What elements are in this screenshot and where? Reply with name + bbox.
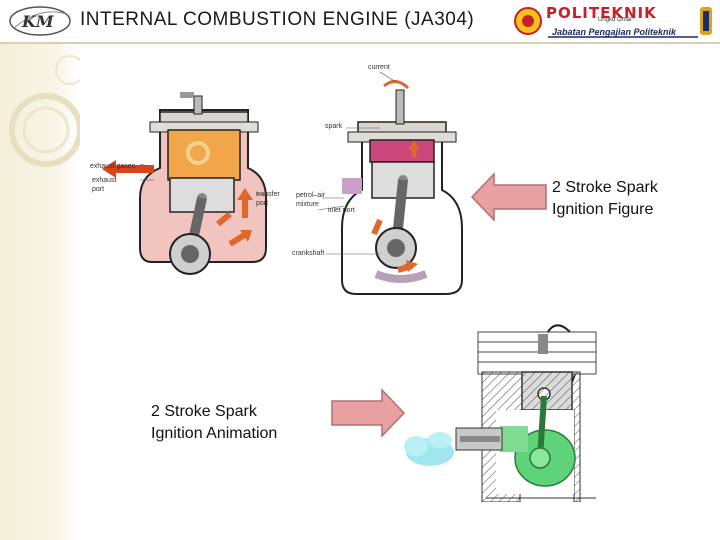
engine-figure <box>80 48 480 310</box>
km-logo-icon: KM <box>9 6 71 36</box>
politeknik-logo-icon <box>514 7 712 38</box>
sidebar-decoration <box>0 0 80 540</box>
animation-callout-line2: Ignition Animation <box>151 425 278 442</box>
right-engine-diagram <box>341 80 463 295</box>
arrow-right-icon <box>331 388 406 438</box>
figure-callout: 2 Stroke Spark Ignition Figure <box>552 177 658 221</box>
label-inlet-port: inlet port <box>328 207 355 214</box>
label-exhaust-port: exhaust port <box>92 177 117 193</box>
label-exhaust-gases: exhaust gases <box>90 163 136 170</box>
decorative-rings <box>9 55 80 167</box>
engine-animation <box>404 324 597 502</box>
svg-text:KM: KM <box>21 12 55 31</box>
politeknik-subtitle: Ungku Omar <box>598 17 633 23</box>
left-engine-diagram <box>102 92 267 275</box>
arrow-left-icon <box>470 172 547 222</box>
label-transfer-port: transfer port <box>256 191 280 207</box>
figure-callout-line1: 2 Stroke Spark <box>552 179 658 196</box>
animation-callout-line1: 2 Stroke Spark <box>151 403 257 420</box>
label-petrol-air-mixture: petrol–air mixture <box>296 192 326 208</box>
page-title: INTERNAL COMBUSTION ENGINE (JA304) <box>80 9 475 30</box>
label-spark: spark <box>325 123 343 130</box>
label-current: current <box>368 64 390 71</box>
label-crankshaft: crankshaft <box>292 250 325 257</box>
slide-header: KM INTERNAL COMBUSTION ENGINE (JA304) PO… <box>0 0 720 44</box>
figure-callout-line2: Ignition Figure <box>552 201 654 218</box>
politeknik-tagline: Jabatan Pengajian Politeknik <box>552 27 677 37</box>
politeknik-name: POLITEKNIK <box>546 4 657 22</box>
animation-callout: 2 Stroke Spark Ignition Animation <box>151 401 277 445</box>
